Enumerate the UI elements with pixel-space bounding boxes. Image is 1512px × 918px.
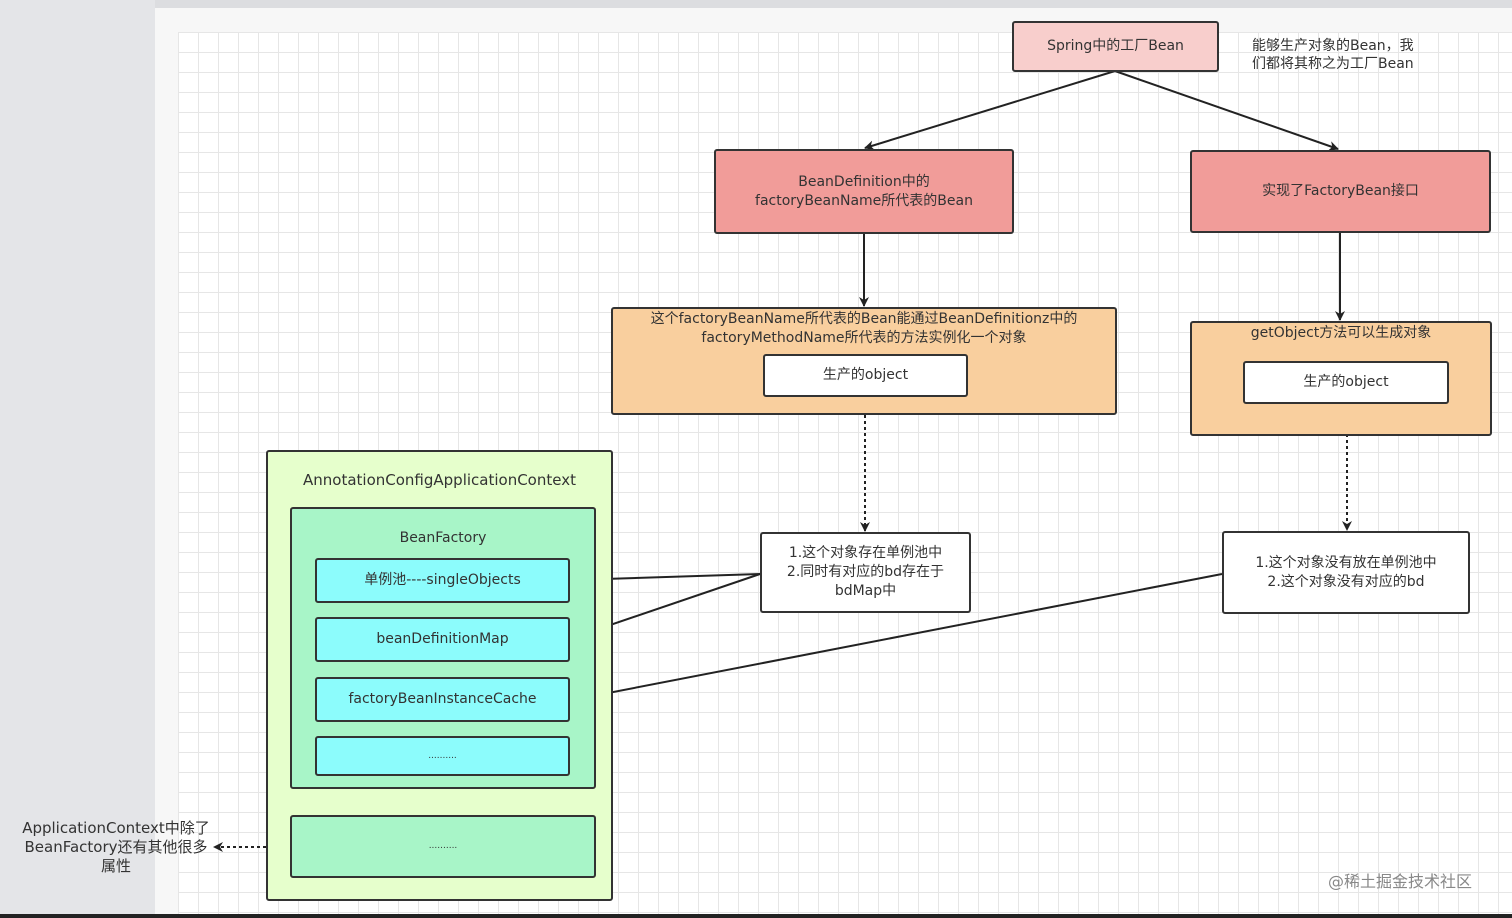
bottom-border xyxy=(0,914,1512,918)
bd-factory-label: BeanDefinition中的 factoryBeanName所代表的Bean xyxy=(755,173,973,209)
right-result-label: 1.这个对象没有放在单例池中 2.这个对象没有对应的bd xyxy=(1255,554,1437,590)
context-more[interactable]: .......... xyxy=(290,815,596,878)
bd-factory-node[interactable]: BeanDefinition中的 factoryBeanName所代表的Bean xyxy=(714,149,1014,234)
bf-more-label: .......... xyxy=(428,750,457,761)
arrow-result-to-fbcache xyxy=(571,573,1223,704)
right-container-label: getObject方法可以生成对象 xyxy=(1250,325,1432,341)
right-result[interactable]: 1.这个对象没有放在单例池中 2.这个对象没有对应的bd xyxy=(1222,531,1470,614)
bean-definition-map[interactable]: beanDefinitionMap xyxy=(315,617,570,662)
bean-factory-more[interactable]: .......... xyxy=(315,736,570,776)
left-result-label: 1.这个对象存在单例池中 2.同时有对应的bd存在于 bdMap中 xyxy=(786,545,945,599)
ctx-more-label: .......... xyxy=(428,841,458,851)
root-label: Spring中的工厂Bean xyxy=(1047,38,1184,54)
context-note: ApplicationContext中除了 BeanFactory还有其他很多 … xyxy=(22,819,210,875)
right-object-label: 生产的object xyxy=(1303,374,1389,390)
iface-label: 实现了FactoryBean接口 xyxy=(1262,183,1419,199)
left-object-label: 生产的object xyxy=(822,367,909,383)
factory-bean-instance-cache[interactable]: factoryBeanInstanceCache xyxy=(315,677,570,722)
top-bar xyxy=(155,0,1512,8)
right-object[interactable]: 生产的object xyxy=(1243,361,1449,404)
left-object[interactable]: 生产的object xyxy=(763,354,968,397)
bdmap-label: beanDefinitionMap xyxy=(376,631,509,647)
fbcache-label: factoryBeanInstanceCache xyxy=(348,691,537,707)
arrow-root-to-bd xyxy=(864,70,1116,151)
single-objects-label: 单例池----singleObjects xyxy=(364,572,521,588)
root-node[interactable]: Spring中的工厂Bean xyxy=(1012,21,1219,72)
bean-factory-label: BeanFactory xyxy=(399,530,487,546)
watermark: @稀土掘金技术社区 xyxy=(1328,872,1473,891)
factory-bean-iface-node[interactable]: 实现了FactoryBean接口 xyxy=(1190,150,1491,233)
left-container-label: 这个factoryBeanName所代表的Bean能通过BeanDefiniti… xyxy=(650,311,1078,346)
root-note: 能够生产对象的Bean，我 们都将其称之为工厂Bean xyxy=(1252,38,1414,72)
context-label: AnnotationConfigApplicationContext xyxy=(303,471,576,489)
left-result[interactable]: 1.这个对象存在单例池中 2.同时有对应的bd存在于 bdMap中 xyxy=(760,532,971,613)
single-objects[interactable]: 单例池----singleObjects xyxy=(315,558,570,603)
arrow-root-to-iface xyxy=(1114,70,1339,151)
